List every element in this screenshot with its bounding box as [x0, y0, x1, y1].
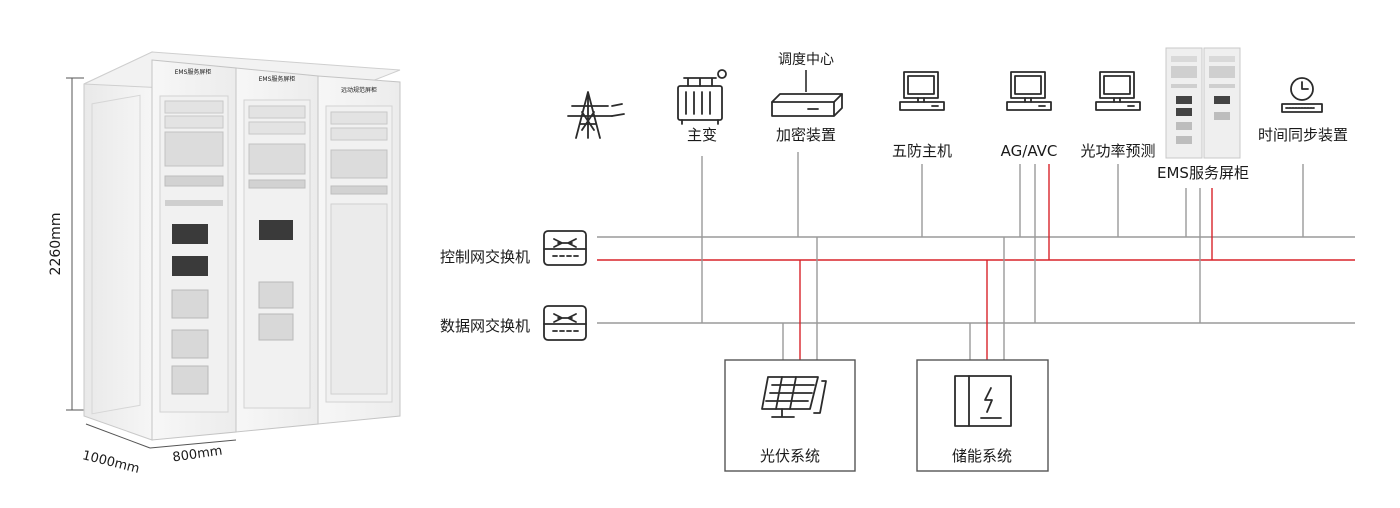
dispatch-center-label: 调度中心: [778, 52, 834, 68]
time-sync-label: 时间同步装置: [1258, 126, 1348, 144]
cabinet-3-title: 远动规范屏柜: [341, 86, 377, 94]
solar-panel-icon: [761, 376, 827, 418]
cabinet-height-label: 2260mm: [48, 213, 64, 276]
agc-avc-host: AG/AVC: [1001, 71, 1058, 160]
cabinet-unit-3: 远动规范屏柜: [317, 75, 401, 425]
control-switch: 控制网交换机: [440, 230, 587, 266]
network-links-red: [799, 164, 1213, 360]
ems-cabinet-label: EMS服务屏柜: [1157, 164, 1249, 182]
transformer-label: 主变: [687, 126, 717, 144]
pv-system-label: 光伏系统: [760, 447, 820, 465]
pv-system-box: [724, 359, 856, 472]
computer-icon: [899, 71, 945, 111]
encryption-device-icon: [771, 93, 843, 117]
power-tower-icon: [567, 91, 625, 139]
storage-system-label: 储能系统: [952, 447, 1012, 465]
cabinet-side-panel: [83, 51, 153, 441]
transformer: 主变: [677, 69, 727, 144]
control-switch-label: 控制网交换机: [440, 248, 530, 266]
clock-icon: [1281, 77, 1323, 113]
ems-cabinet: EMS服务屏柜: [1157, 47, 1249, 182]
cabinet-1-title: EMS服务屏柜: [175, 68, 212, 76]
five-prevention-host: 五防主机: [892, 71, 952, 160]
cabinet-2-title: EMS服务屏柜: [259, 75, 296, 83]
storage-system: 储能系统: [916, 359, 1049, 472]
storage-system-box: [916, 359, 1049, 472]
power-forecast-label: 光功率预测: [1080, 142, 1155, 160]
time-sync-device: 时间同步装置: [1258, 77, 1348, 144]
switch-icon: [543, 230, 587, 266]
computer-icon: [1006, 71, 1052, 111]
cabinet-unit-1: EMS服务屏柜: [151, 59, 237, 441]
cabinet-unit-2: EMS服务屏柜: [235, 67, 319, 433]
data-switch: 数据网交换机: [440, 305, 587, 341]
encryption-device: 调度中心 加密装置: [771, 52, 843, 144]
power-forecast-host: 光功率预测: [1080, 71, 1156, 160]
five-prevention-label: 五防主机: [892, 142, 952, 160]
agc-avc-label: AG/AVC: [1001, 142, 1058, 160]
transformer-icon: [677, 69, 727, 125]
cabinet-depth-label: 1000mm: [81, 448, 141, 477]
network-links: [701, 152, 1304, 360]
switch-icon: [543, 305, 587, 341]
ems-cabinet-image: [1165, 47, 1241, 159]
cabinet-width-label: 800mm: [172, 444, 224, 466]
battery-cabinet-icon: [954, 375, 1012, 427]
computer-icon: [1095, 71, 1141, 111]
pv-system: 光伏系统: [724, 359, 856, 472]
cabinet-illustration: 2260mm EMS服务屏柜 EMS服务屏柜: [48, 51, 401, 477]
data-switch-label: 数据网交换机: [440, 317, 530, 335]
encryption-label: 加密装置: [776, 126, 836, 144]
